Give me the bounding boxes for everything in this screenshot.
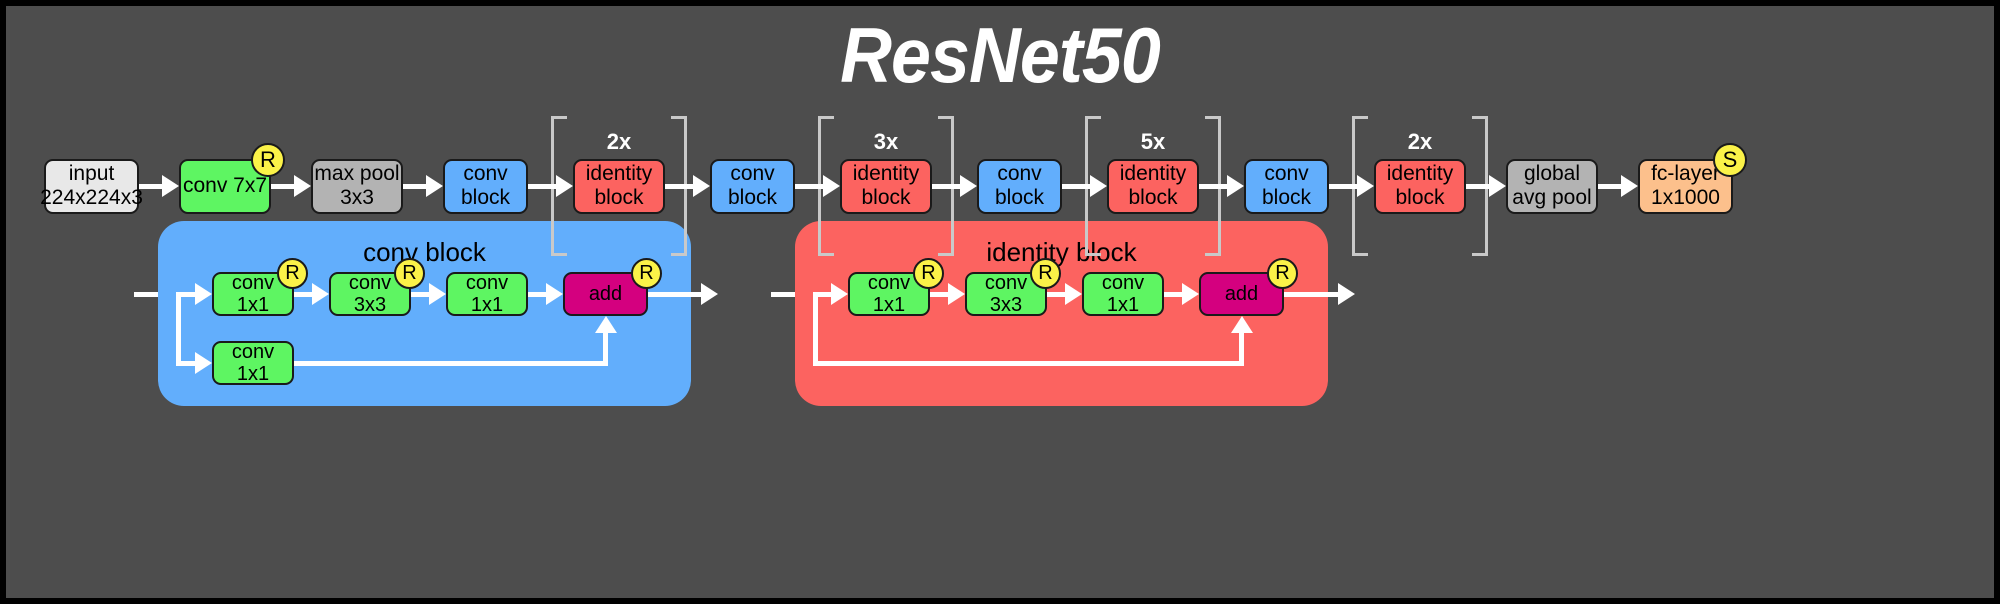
- pipeline-node-identity2[interactable]: identity block: [840, 158, 932, 214]
- repeat-multiplier: 3x: [873, 129, 899, 154]
- pipeline-node-convblock4[interactable]: conv block: [1244, 158, 1329, 214]
- repeat-multiplier: 5x: [1140, 129, 1166, 154]
- relu-badge-icon: R: [1030, 258, 1061, 289]
- relu-badge-icon: R: [1267, 258, 1298, 289]
- conv-block-title: conv block: [363, 237, 486, 267]
- pipeline-node-globalavgpool[interactable]: global avg pool: [1506, 158, 1598, 214]
- repeat-multiplier: 2x: [1407, 129, 1433, 154]
- pipeline-node-identity1[interactable]: identity block: [573, 158, 665, 214]
- conv-layer-1[interactable]: conv 3x3: [329, 272, 411, 316]
- page-title: ResNet50: [840, 11, 1161, 99]
- conv-layer-2[interactable]: conv 1x1: [446, 272, 528, 316]
- pipeline-node-identity3[interactable]: identity block: [1107, 158, 1199, 214]
- relu-badge-icon: R: [394, 258, 425, 289]
- relu-badge-icon: R: [631, 258, 662, 289]
- relu-badge-icon: R: [251, 142, 285, 177]
- pipeline-node-maxpool[interactable]: max pool 3x3: [311, 158, 403, 214]
- conv-layer-2[interactable]: conv 1x1: [1082, 272, 1164, 316]
- pipeline-node-convblock1[interactable]: conv block: [443, 158, 528, 214]
- repeat-multiplier: 2x: [606, 129, 632, 154]
- pipeline-node-input[interactable]: input 224x224x3: [40, 158, 143, 214]
- relu-badge-icon: R: [913, 258, 944, 289]
- identity-block-title: identity block: [986, 237, 1137, 267]
- relu-badge-icon: R: [277, 258, 308, 289]
- skip-conv-layer[interactable]: conv 1x1: [212, 341, 294, 385]
- pipeline-node-convblock2[interactable]: conv block: [710, 158, 795, 214]
- add-node[interactable]: add: [563, 272, 648, 316]
- pipeline-node-convblock3[interactable]: conv block: [977, 158, 1062, 214]
- pipeline-node-identity4[interactable]: identity block: [1374, 158, 1466, 214]
- softmax-badge-icon: S: [1713, 142, 1747, 177]
